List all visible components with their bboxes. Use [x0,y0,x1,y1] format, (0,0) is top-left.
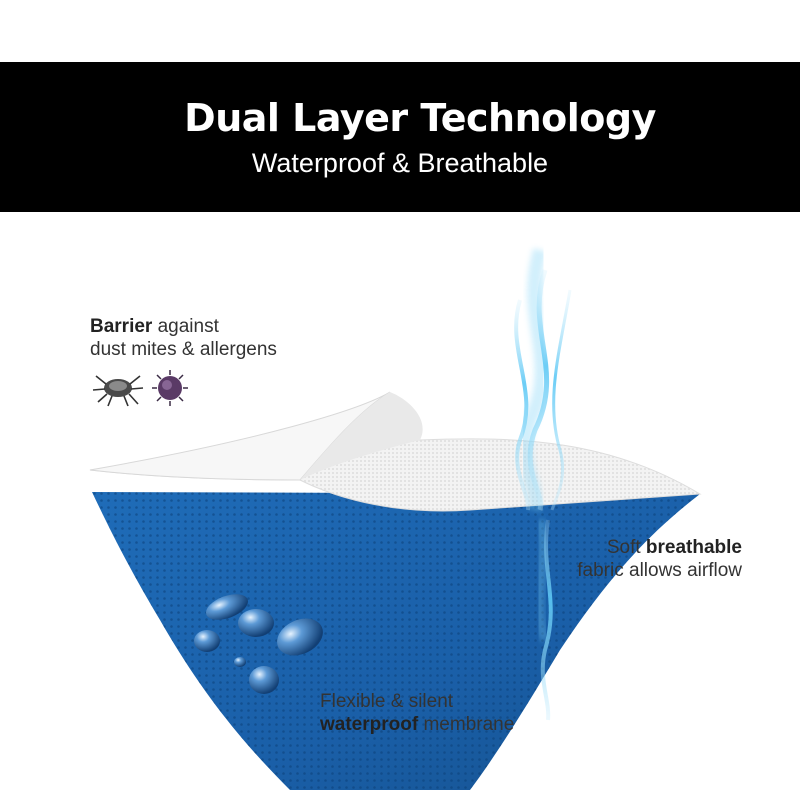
allergen-pictograms [92,370,188,407]
waterproof-keyword: waterproof [320,714,419,735]
airflow-icon [514,248,572,721]
breathable-line1: Soft [606,537,646,558]
barrier-line1: against [152,316,219,337]
dust-mite-icon [92,375,144,407]
breathable-line2: fabric allows airflow [577,560,742,581]
water-droplet-icon [194,594,323,694]
dual-layer-illustration [89,248,702,790]
page-subtitle: Waterproof & Breathable [251,148,549,178]
barrier-line2: dust mites & allergens [90,339,277,360]
page-title: Dual Layer Technology [184,96,656,140]
waterproof-line1: Flexible & silent [320,691,454,712]
waterproof-line2: membrane [418,714,515,735]
breathable-keyword: breathable [645,537,742,558]
allergen-pollen-icon [152,370,188,406]
waterproof-callout: Flexible & silent waterproof membrane [320,690,514,736]
header-banner: Dual Layer Technology Waterproof & Breat… [0,62,800,212]
breathable-callout: Soft breathable fabric allows airflow [577,536,742,582]
barrier-callout: Barrier against dust mites & allergens [90,315,277,361]
white-membrane-layer [89,391,702,512]
barrier-keyword: Barrier [90,316,153,337]
